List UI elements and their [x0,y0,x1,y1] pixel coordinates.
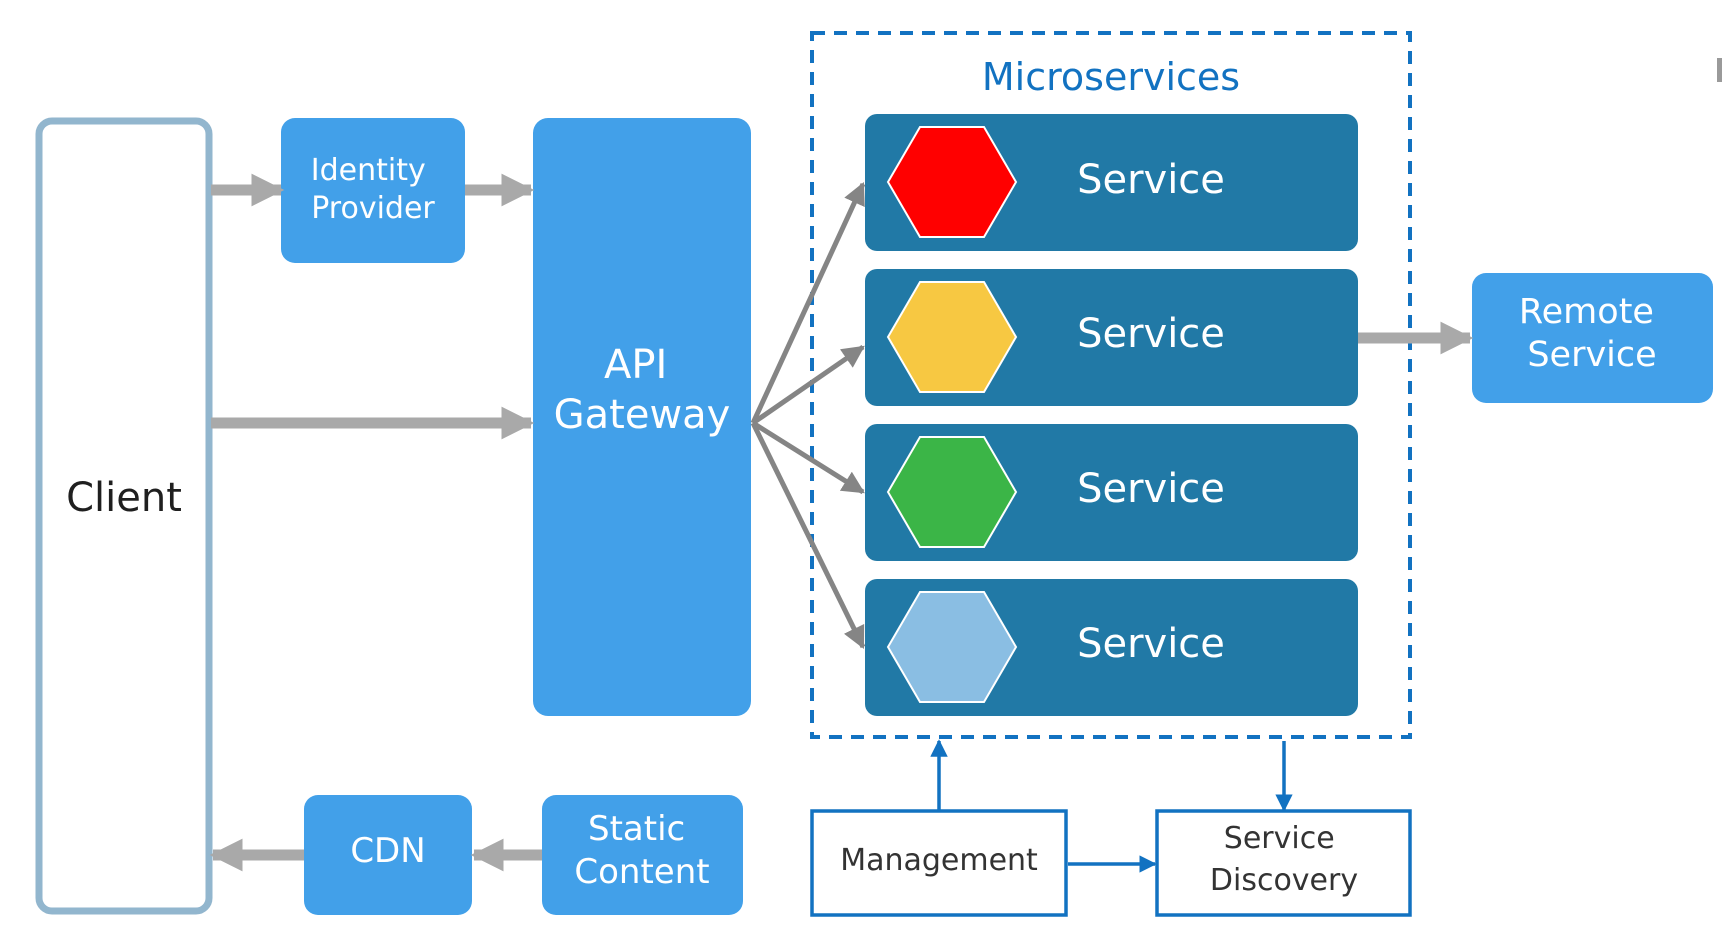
service-discovery-label: Service Discovery [1210,821,1358,898]
service-discovery-line2: Discovery [1210,863,1358,898]
static-content-label: Static Content [574,809,709,892]
api-gateway-line1: API [604,342,667,388]
light-blue-hexagon-icon [886,591,1018,703]
remote-service-line2: Service [1527,335,1656,375]
remote-service-label: Remote Service [1519,292,1665,375]
arrow-gateway-to-service-2 [751,344,865,426]
arrow-gateway-to-service-3 [751,420,865,495]
static-content-line2: Content [574,852,709,892]
service-discovery-line1: Service [1224,821,1335,856]
static-content-line1: Static [588,809,685,849]
service-label-2: Service [1077,311,1225,357]
client-label: Client [66,475,182,521]
management-label: Management [840,843,1038,878]
red-hexagon-icon [886,126,1018,238]
client-box [35,117,213,915]
api-gateway-label: API Gateway [554,342,731,438]
cdn-label: CDN [350,831,425,871]
identity-provider-box [281,118,465,263]
service-discovery-box [1155,809,1412,917]
service-label-3: Service [1077,466,1225,512]
green-hexagon-icon [886,436,1018,548]
service-label-1: Service [1077,157,1225,203]
arrow-gateway-to-service-1 [750,181,866,425]
edge-mark [1717,58,1722,82]
service-label-4: Service [1077,621,1225,667]
static-content-box [542,795,743,915]
identity-provider-label: Identity Provider [311,153,436,226]
identity-provider-line1: Identity [311,153,426,188]
arrow-gateway-to-service-4 [750,421,866,650]
microservices-title: Microservices [982,55,1240,99]
identity-provider-line2: Provider [311,191,435,226]
remote-service-box [1472,273,1713,403]
api-gateway-box [533,118,751,716]
api-gateway-line2: Gateway [554,392,731,438]
yellow-hexagon-icon [886,281,1018,393]
remote-service-line1: Remote [1519,292,1654,332]
cdn-box [304,795,472,915]
